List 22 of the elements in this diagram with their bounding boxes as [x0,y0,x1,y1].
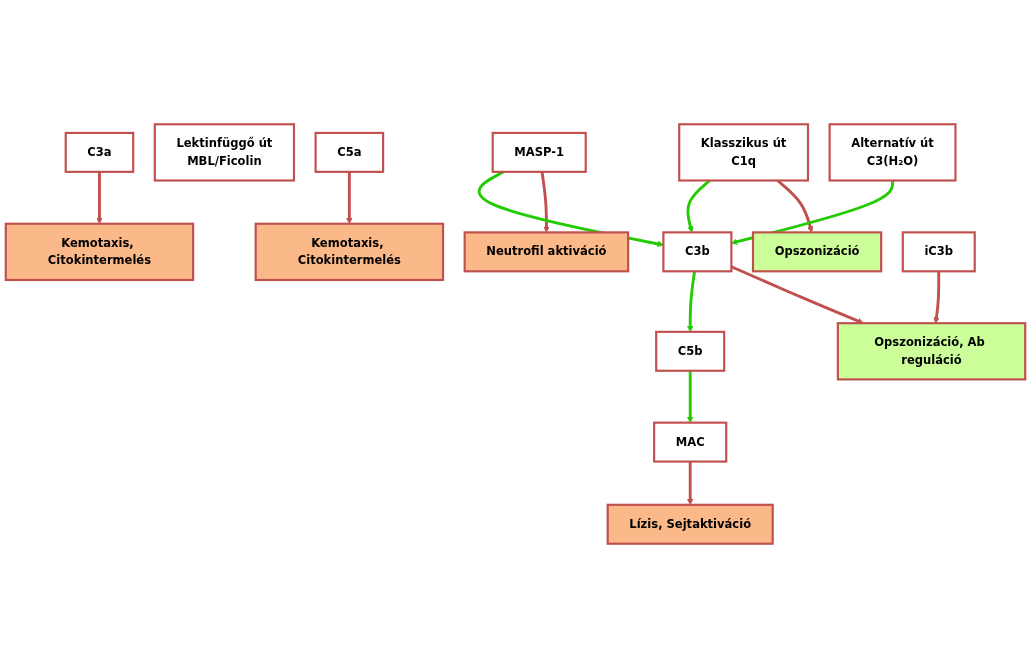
node-box: Lízis, Sejtaktiváció [606,503,774,545]
node-box: Lektinfüggő út MBL/Ficolin [153,123,296,182]
arrow [687,370,694,423]
node-box: C5a [314,131,385,173]
node-box: Kemotaxis, Citokintermelés [4,222,195,282]
node-box: MASP-1 [491,131,587,173]
node-box: Kemotaxis, Citokintermelés [254,222,445,282]
arrow [731,180,894,245]
arrow [933,271,941,324]
node-box: Alternatív út C3(H₂O) [828,123,957,182]
node-box: C3a [64,131,135,173]
node-box: Klasszikus út C1q [678,123,810,182]
node-box: iC3b [901,231,976,273]
arrow [96,171,103,224]
node-box: Neutrofil aktiváció [463,231,630,273]
node-box: C3b [662,231,733,273]
node-box: Opszonizáció, Ab reguláció [836,322,1027,381]
arrow [540,171,550,233]
arrow [346,171,353,224]
node-box: Opszonizáció [751,231,883,273]
node-box: MAC [653,421,728,463]
node-box: C5b [655,330,726,372]
